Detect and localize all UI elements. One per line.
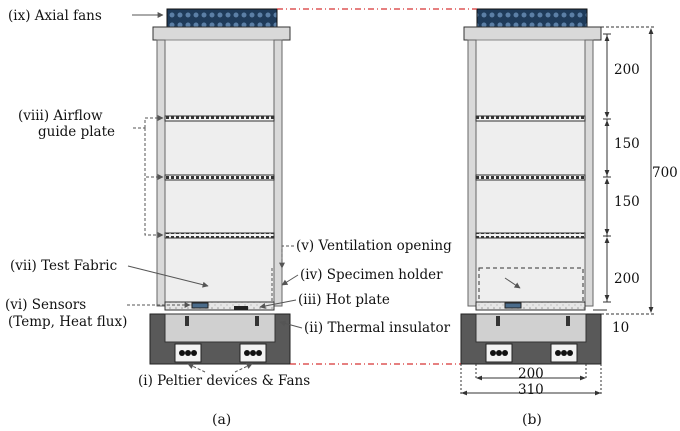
guide-plate-3-a [164, 232, 275, 239]
guide-plate-3-b [475, 232, 586, 239]
hot-plate-a [164, 301, 275, 311]
guide-plate-1-b [475, 115, 586, 122]
peltier-unit-right-b [550, 343, 578, 363]
label-airflow-line2: guide plate [38, 124, 115, 140]
label-test-fabric: (vii) Test Fabric [10, 258, 117, 274]
label-hot-plate: (iii) Hot plate [298, 292, 390, 308]
guide-plate-1-a [164, 115, 275, 122]
label-sensors-line2: (Temp, Heat flux) [8, 314, 127, 330]
side-post-right-a [273, 39, 283, 307]
dim-seg-3: 150 [614, 194, 640, 210]
top-cap-a [152, 26, 291, 41]
caption-a: (a) [212, 412, 231, 428]
label-ventilation: (v) Ventilation opening [296, 238, 452, 254]
heat-flux-sensor-a [234, 306, 248, 310]
dim-inner-width: 200 [518, 366, 544, 382]
dim-seg-2: 150 [614, 136, 640, 152]
insulator-notch-left-a [185, 316, 189, 326]
dim-total-height: 700 [652, 165, 678, 181]
dim-outer-width: 310 [518, 382, 544, 398]
label-airflow-line1: (viii) Airflow [18, 108, 103, 124]
label-specimen-holder: (iv) Specimen holder [300, 267, 443, 283]
guide-plate-2-b [475, 174, 586, 181]
hot-plate-b [475, 301, 586, 311]
guide-plate-2-a [164, 174, 275, 181]
dim-seg-top: 200 [614, 62, 640, 78]
label-sensors-line1: (vi) Sensors [5, 297, 86, 313]
chamber-body-b [473, 39, 586, 305]
label-axial-fans: (ix) Axial fans [8, 8, 102, 24]
insulator-notch-right-a [255, 316, 259, 326]
dim-seg-bottom: 200 [614, 271, 640, 287]
dimension-lines [460, 26, 656, 396]
chamber-a [149, 8, 291, 365]
leader-lines [127, 12, 303, 373]
caption-b: (b) [522, 412, 542, 428]
chamber-b [460, 8, 602, 365]
label-peltier: (i) Peltier devices & Fans [138, 373, 310, 389]
side-post-left-b [467, 39, 477, 307]
peltier-unit-left-b [485, 343, 513, 363]
insulator-notch-right-b [566, 316, 570, 326]
chamber-body-a [162, 39, 275, 305]
axial-fan-a [166, 8, 278, 28]
peltier-unit-right-a [239, 343, 267, 363]
peltier-unit-left-a [174, 343, 202, 363]
axial-fan-b [476, 8, 588, 28]
insulator-notch-left-b [496, 316, 500, 326]
sensor-b [504, 302, 522, 309]
dim-base-height: 10 [612, 320, 629, 336]
label-thermal-insulator: (ii) Thermal insulator [304, 320, 451, 336]
airflow-arrow-b [504, 277, 521, 289]
side-post-left-a [156, 39, 166, 307]
sensor-a [191, 302, 209, 309]
side-post-right-b [584, 39, 594, 307]
top-cap-b [463, 26, 602, 41]
